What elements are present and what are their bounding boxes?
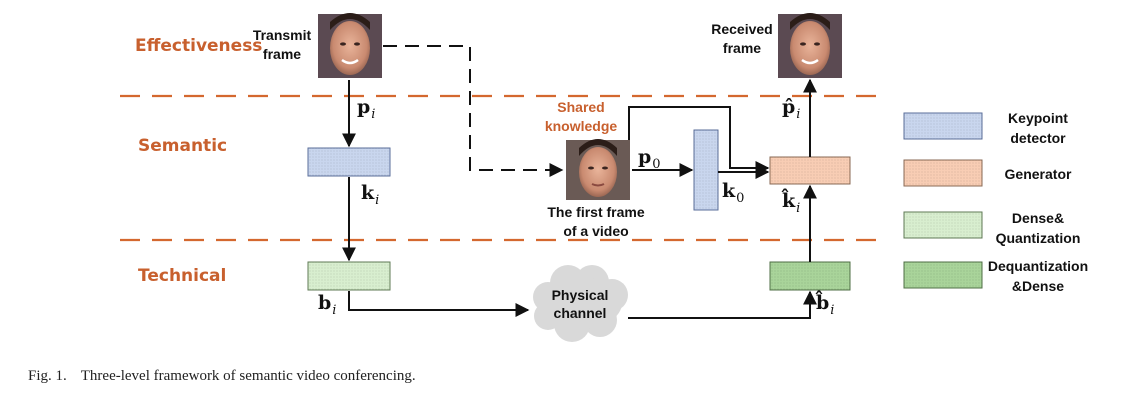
transmit-frame-image	[318, 13, 382, 78]
received-frame-label: Received frame	[711, 21, 773, 56]
label-p-0: p0	[638, 146, 661, 172]
shared-knowledge-label: Shared knowledge	[544, 99, 618, 134]
label-b-i: bi	[318, 292, 337, 318]
level-label-technical: Technical	[138, 266, 227, 286]
label-k-i: ki	[361, 182, 380, 208]
legend-label-generator: Generator	[1004, 166, 1072, 182]
received-frame-image	[778, 13, 842, 78]
level-label-semantic: Semantic	[138, 136, 228, 156]
label-p-i: pi	[357, 96, 376, 122]
arrow-channel-to-dequant	[628, 290, 817, 319]
first-frame-image	[566, 139, 630, 200]
physical-channel-cloud	[533, 265, 628, 342]
label-p-hat-i: p̂i	[782, 96, 801, 122]
physical-channel-label: Physical channel	[551, 287, 609, 321]
label-k-0: k0	[722, 180, 745, 206]
legend-label-keypoint-detector: Keypoint detector	[1008, 110, 1068, 146]
legend-swatches	[903, 112, 983, 289]
figure-caption: Fig. 1.Three-level framework of semantic…	[28, 368, 416, 384]
legend-label-dequantization-dense: Dequantization &Dense	[987, 258, 1089, 294]
label-b-hat-i: b̂i	[816, 292, 835, 318]
first-frame-label: The first frame of a video	[547, 204, 645, 239]
arrow-first-frame-to-generator	[628, 106, 770, 175]
transmit-frame-label: Transmit frame	[252, 27, 312, 62]
label-k-hat-i: k̂i	[782, 190, 801, 216]
legend-label-dense-quantization: Dense& Quantization	[995, 210, 1081, 246]
level-label-effectiveness: Effectiveness	[135, 36, 263, 56]
arrow-quant-to-channel	[348, 291, 530, 317]
